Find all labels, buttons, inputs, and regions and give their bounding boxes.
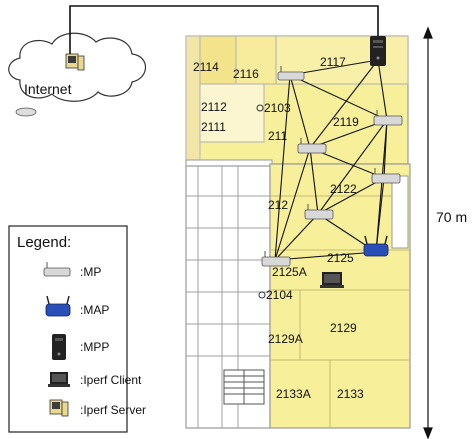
room-2133-label: 2133 bbox=[337, 387, 364, 401]
room-2129-label: 2129 bbox=[330, 321, 357, 335]
mpp-icon bbox=[52, 334, 66, 360]
room-2117-label: 2117 bbox=[320, 55, 346, 69]
room-211x-label: 211 bbox=[268, 129, 287, 143]
room-2112-label: 2112 bbox=[201, 100, 227, 114]
map-icon bbox=[45, 295, 71, 317]
internet-label: Internet bbox=[24, 81, 72, 97]
marker-2104 bbox=[258, 291, 266, 299]
mp-device-6 bbox=[261, 251, 291, 267]
floor-plan bbox=[185, 35, 411, 429]
mp-icon bbox=[43, 262, 71, 277]
legend-item-mp: :MP bbox=[80, 265, 101, 279]
legend-title: Legend: bbox=[17, 234, 71, 251]
room-labels: 2114 2116 2117 2112 2111 2103 211 2119 2… bbox=[193, 55, 364, 401]
mp-device-4 bbox=[371, 168, 401, 184]
room-2104-label: 2104 bbox=[266, 288, 293, 302]
floor-stairs bbox=[223, 369, 265, 405]
mp-device-5 bbox=[304, 204, 334, 220]
mp-device-2 bbox=[297, 138, 327, 154]
iperf-client-device bbox=[320, 272, 344, 288]
legend-item-mpp: :MPP bbox=[80, 340, 109, 354]
mp-device-3 bbox=[373, 110, 403, 126]
room-2129a-label: 2129A bbox=[268, 332, 303, 346]
legend-item-iperf-server: :Iperf Server bbox=[80, 403, 146, 417]
legend-item-iperf-client: :Iperf Client bbox=[80, 373, 142, 387]
floor-left-strip bbox=[185, 35, 201, 165]
legend: Legend: :MP :MAP :MPP :Iperf Client bbox=[8, 225, 146, 433]
floor-corridor-horizontal bbox=[185, 159, 273, 167]
room-2125a-label: 2125A bbox=[272, 265, 307, 279]
floor-room-2112-area bbox=[199, 83, 265, 143]
floor-right-wing bbox=[269, 163, 411, 429]
room-2119-label: 2119 bbox=[333, 115, 359, 129]
room-2122-label: 2122 bbox=[330, 182, 357, 196]
marker-2103 bbox=[256, 104, 264, 112]
legend-box bbox=[8, 225, 128, 433]
map-device bbox=[363, 235, 389, 257]
room-212x-label: 212 bbox=[268, 198, 288, 212]
floor-grid-lines bbox=[186, 166, 270, 428]
floor-room-2114-area bbox=[199, 35, 237, 85]
room-2116-label: 2116 bbox=[233, 67, 259, 81]
room-2125-label: 2125 bbox=[327, 251, 354, 265]
room-2103-label: 2103 bbox=[264, 101, 291, 115]
dimension-label: 70 m bbox=[436, 209, 467, 225]
internet-modem bbox=[15, 107, 37, 117]
room-2114-label: 2114 bbox=[193, 60, 219, 74]
mp-device-1 bbox=[277, 66, 305, 81]
laptop-icon bbox=[48, 372, 70, 387]
dimension-indicator bbox=[423, 26, 433, 439]
legend-item-map: :MAP bbox=[80, 303, 109, 317]
room-2111-label: 2111 bbox=[201, 120, 226, 134]
iperf-server-device bbox=[65, 53, 85, 71]
desktop-pc-icon bbox=[49, 399, 69, 417]
floor-right-corridor bbox=[391, 175, 409, 249]
room-2133a-label: 2133A bbox=[276, 387, 311, 401]
internet-uplink-wire bbox=[69, 5, 379, 54]
mpp-device bbox=[370, 36, 386, 66]
